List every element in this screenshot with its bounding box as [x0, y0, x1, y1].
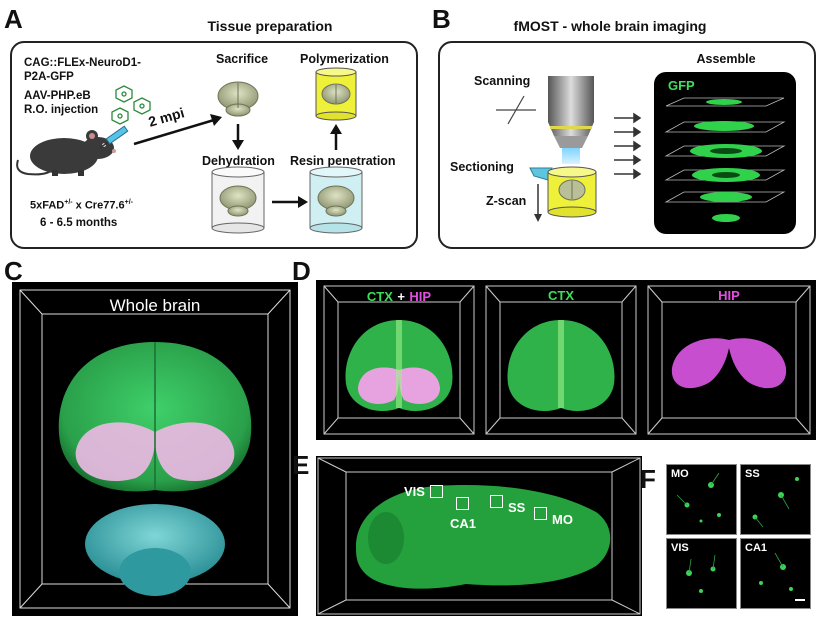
mouse-line-label: 5xFAD+/- x Cre77.6+/-: [30, 196, 133, 213]
panel-b-title: fMOST - whole brain imaging: [513, 18, 707, 34]
roi-ss-box: [490, 495, 503, 508]
d-tile-1-label: CTX + HIP: [322, 288, 476, 306]
cylinder-dehydration-icon: [211, 166, 265, 234]
panel-f-letter: F: [640, 464, 656, 494]
assemble-label: Assemble: [696, 52, 756, 66]
sectioning-label: Sectioning: [450, 160, 514, 174]
roi-mo-box: [534, 507, 547, 520]
panel-f-grid: MO SS VIS CA1: [664, 462, 814, 612]
roi-ss-label: SS: [508, 500, 526, 515]
panel-a-letter: A: [4, 4, 23, 34]
panel-a-title: Tissue preparation: [207, 18, 333, 34]
f-tile-ss-label: SS: [745, 468, 760, 480]
panel-d-letter: D: [292, 256, 311, 286]
d-tile-hip: HIP: [646, 284, 812, 436]
d-hip-label-1: HIP: [409, 289, 432, 304]
sagittal-image: VIS SS MO CA1: [316, 456, 642, 616]
step-resin: Resin penetration: [290, 154, 396, 168]
mouse-line-main: 5xFAD: [30, 199, 65, 212]
f-tile-vis-cells: [686, 554, 716, 593]
d-ctx-label-2: CTX: [548, 288, 574, 303]
process-diagram: [211, 67, 363, 234]
d-tile-ctx-hip-render: [323, 285, 475, 435]
scanning-label: Scanning: [474, 74, 531, 88]
assemble-stack-image: GFP: [654, 72, 796, 234]
virus-particles-icon: [111, 85, 151, 125]
injection-label: R.O. injection: [24, 104, 99, 116]
cylinder-polymerization-icon: [315, 67, 357, 121]
brain-sacrifice-icon: [217, 81, 259, 117]
panel-b-letter: B: [432, 4, 451, 34]
d-tile-hip-render: [647, 285, 811, 435]
step-sacrifice: Sacrifice: [216, 52, 269, 66]
gfp-label: GFP: [668, 78, 695, 93]
scale-bar: [795, 599, 805, 601]
d-plus-label: +: [397, 289, 405, 304]
cylinder-resin-icon: [309, 166, 363, 234]
d-ctx-label-1: CTX: [366, 289, 393, 304]
section-stack-icon: [664, 97, 786, 222]
whole-brain-label: Whole brain: [109, 296, 201, 315]
d-tile-ctx-render: [485, 285, 637, 435]
d-tile-ctx-hip: CTX + HIP: [322, 284, 476, 436]
roi-ca1-box: [456, 497, 469, 510]
assemble-arrows: [614, 112, 642, 180]
f-tile-ss-cells: [752, 477, 799, 528]
f-tile-mo: MO: [666, 464, 737, 535]
f-tile-mo-cells: [676, 472, 721, 523]
f-tile-ca1-cells: [759, 552, 793, 591]
roi-ca1-label: CA1: [450, 516, 477, 531]
f-tile-ca1-label: CA1: [745, 542, 768, 554]
fmost-apparatus: [496, 76, 597, 222]
panel-c-letter: C: [4, 256, 23, 286]
d-tile-ctx: CTX: [484, 284, 638, 436]
f-tile-vis-label: VIS: [671, 542, 689, 554]
whole-brain-render: [19, 289, 291, 609]
d-hip-label-2: HIP: [718, 288, 740, 303]
whole-brain-image: Whole brain: [12, 282, 298, 616]
mouse-line-mid: x Cre77.6: [72, 199, 125, 212]
step-polymerization: Polymerization: [300, 52, 389, 66]
mouse-line-sup2: +/-: [124, 199, 133, 206]
panel-e-letter: E: [292, 450, 310, 480]
f-tile-mo-label: MO: [671, 468, 689, 480]
mpi-arrow: [133, 114, 222, 146]
zscan-label: Z-scan: [486, 194, 527, 208]
age-label: 6 - 6.5 months: [40, 217, 118, 229]
f-tile-ss: SS: [740, 464, 811, 535]
roi-mo-label: MO: [552, 512, 573, 527]
construct-label: CAG::FLEx-NeuroD1-P2A-GFP: [24, 57, 141, 83]
step-dehydration: Dehydration: [202, 154, 275, 168]
virus-label: AAV-PHP.eB: [24, 90, 91, 102]
sagittal-render: [317, 457, 641, 615]
f-tile-ca1: CA1: [740, 538, 811, 609]
roi-vis-box: [430, 485, 443, 498]
f-tile-vis: VIS: [666, 538, 737, 609]
mouse-icon: [16, 125, 129, 176]
roi-vis-label: VIS: [404, 484, 425, 499]
mouse-line-sup1: +/-: [64, 199, 73, 206]
